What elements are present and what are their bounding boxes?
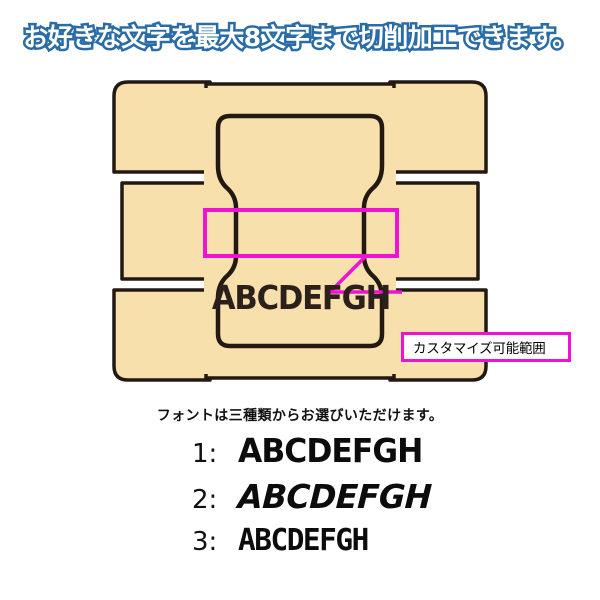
font-option-index-2: 2: (192, 485, 218, 515)
font-availability-note: フォントは三種類からお選びいただけます。 (156, 408, 444, 424)
corner-block-top-right (388, 80, 488, 174)
side-arm-left (120, 181, 212, 281)
inner-face-outline (215, 113, 385, 349)
product-diagram: ABCDEFGH カスタマイズ可能範囲 (0, 62, 600, 402)
page-title: お好きな文字を最大8文字まで切削加工できます。 (21, 21, 580, 55)
customizable-region-box (203, 208, 399, 258)
customizable-range-callout-label: カスタマイズ可能範囲 (413, 341, 546, 357)
font-option-list: 1: ABCDEFGH 2: ABCDEFGH 3: ABCDEFGH (0, 434, 600, 572)
font-option-sample-1: ABCDEFGH (238, 431, 423, 470)
side-arm-right (388, 181, 480, 281)
corner-block-top-left (112, 80, 212, 174)
font-option-index-3: 3: (192, 527, 218, 557)
font-option-index-1: 1: (192, 439, 218, 469)
product-diagram-svg (112, 80, 488, 382)
seam-mask-right (390, 88, 396, 374)
header-banner: お好きな文字を最大8文字まで切削加工できます。 (0, 14, 600, 58)
font-option-row-1: 1: ABCDEFGH (0, 434, 600, 480)
callout-leader-line (325, 254, 402, 294)
font-option-row-2: 2: ABCDEFGH (0, 477, 600, 526)
corner-block-bottom-left (112, 288, 212, 382)
customizable-range-callout: カスタマイズ可能範囲 (401, 332, 571, 362)
font-option-sample-2: ABCDEFGH (236, 477, 433, 516)
font-option-row-3: 3: ABCDEFGH (0, 526, 600, 572)
font-option-sample-3: ABCDEFGH (238, 523, 369, 558)
